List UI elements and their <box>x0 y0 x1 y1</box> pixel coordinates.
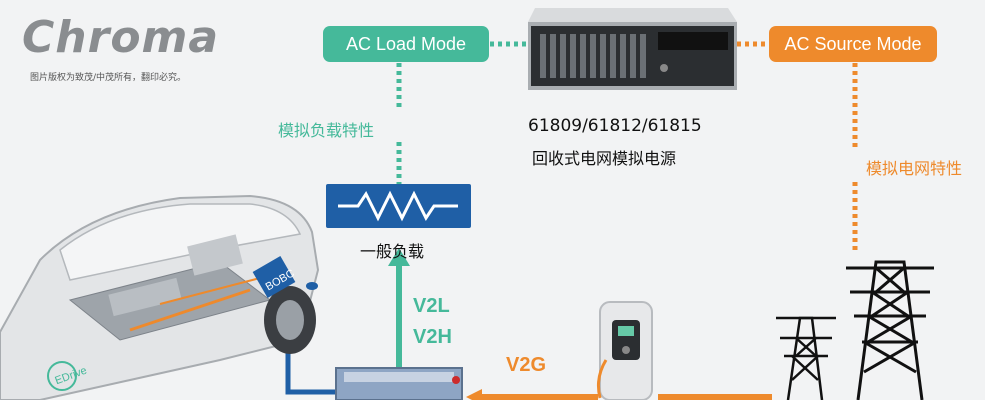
grid-simulator-device <box>528 8 737 90</box>
ac-source-mode-label: AC Source Mode <box>769 26 937 62</box>
bidirectional-charger-module <box>335 367 463 400</box>
load-mode-connector <box>396 41 528 184</box>
device-description: 回收式电网模拟电源 <box>532 149 677 168</box>
bobc-module <box>252 256 296 298</box>
resistor-symbol <box>326 184 471 228</box>
ac-load-mode-label: AC Load Mode <box>323 26 489 62</box>
transmission-tower-large <box>846 260 934 400</box>
resistor-zigzag <box>338 190 458 222</box>
transmission-tower-small <box>776 316 836 400</box>
general-load-label: 一般负载 <box>360 242 425 261</box>
device-model-numbers: 61809/61812/61815 <box>528 116 702 136</box>
copyright-notice: 图片版权为致茂/中茂所有，翻印必究。 <box>30 73 187 83</box>
load-characteristics-label: 模拟负载特性 <box>278 121 375 140</box>
v2g-label: V2G <box>506 354 547 376</box>
brand-logo: Chroma <box>22 12 220 63</box>
source-mode-connector <box>737 41 858 252</box>
ev-charger <box>597 301 653 400</box>
grid-characteristics-label: 模拟电网特性 <box>866 159 963 178</box>
v2l-label: V2L <box>413 295 450 317</box>
electric-car <box>0 194 320 400</box>
v2h-label: V2H <box>413 326 452 348</box>
edrive-badge-icon <box>47 361 77 391</box>
